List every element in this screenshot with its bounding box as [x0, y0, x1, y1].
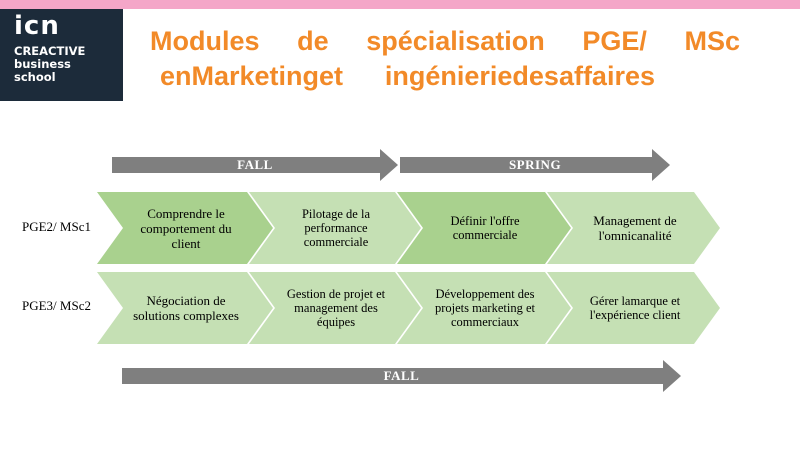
- chevron-r2-c3: [397, 272, 571, 344]
- module-gerer-marque: Gérer lamarque et l'expérience client: [589, 294, 681, 322]
- title-word: enMarketinget: [160, 61, 344, 91]
- title-word: de: [297, 26, 329, 56]
- chevron-r1-c1: [97, 192, 273, 264]
- logo-line-1: CREACTIVE: [14, 44, 86, 58]
- module-comprendre-comportement: Comprendre le comportement du client: [140, 205, 232, 251]
- title-word: PGE/: [582, 26, 647, 56]
- spring-arrow: [400, 149, 670, 181]
- module-negociation-solutions: Négociation de solutions complexes: [133, 293, 239, 323]
- chevron-r1-c2: [249, 192, 421, 264]
- module-developpement-projets: Développement des projets marketing et c…: [435, 287, 535, 329]
- logo-line-2: business: [14, 57, 71, 71]
- row-label-pge3: PGE3/ MSc2: [22, 298, 91, 313]
- page-title: Modules de spécialisation PGE/ MSc enMar…: [150, 24, 740, 94]
- top-accent-bar: [0, 0, 800, 9]
- module-gestion-projet: Gestion de projet et management des équi…: [286, 287, 386, 329]
- chevron-r2-c1: [97, 272, 273, 344]
- logo-line-3: school: [14, 70, 56, 84]
- fall-arrow-top: [112, 149, 398, 181]
- module-definir-offre: Définir l'offre commerciale: [450, 214, 520, 242]
- fall-arrow-bottom: [122, 360, 681, 392]
- module-management-omnicanalite: Management de l'omnicanalité: [593, 213, 677, 243]
- title-line-2: enMarketinget ingénieriedesaffaires: [150, 59, 740, 94]
- fall-arrow-bottom-label: FALL: [383, 368, 420, 383]
- fall-arrow-top-label: FALL: [237, 157, 273, 172]
- chevron-r1-c3: [397, 192, 571, 264]
- chevron-r2-c4: [547, 272, 720, 344]
- title-word: ingénieriedesaffaires: [384, 61, 655, 91]
- title-word: Modules: [150, 26, 260, 56]
- row-label-pge2: PGE2/ MSc1: [22, 219, 91, 234]
- chevron-r2-c2: [249, 272, 421, 344]
- title-word: MSc: [684, 26, 740, 56]
- spring-arrow-label: SPRING: [508, 157, 562, 172]
- title-line-1: Modules de spécialisation PGE/ MSc: [150, 24, 740, 59]
- icn-logo: icn CREACTIVE business school: [0, 9, 123, 101]
- module-pilotage-performance: Pilotage de la performance commerciale: [301, 207, 371, 249]
- title-word: spécialisation: [366, 26, 545, 56]
- logo-mark: icn: [14, 11, 60, 41]
- chevron-r1-c4: [547, 192, 720, 264]
